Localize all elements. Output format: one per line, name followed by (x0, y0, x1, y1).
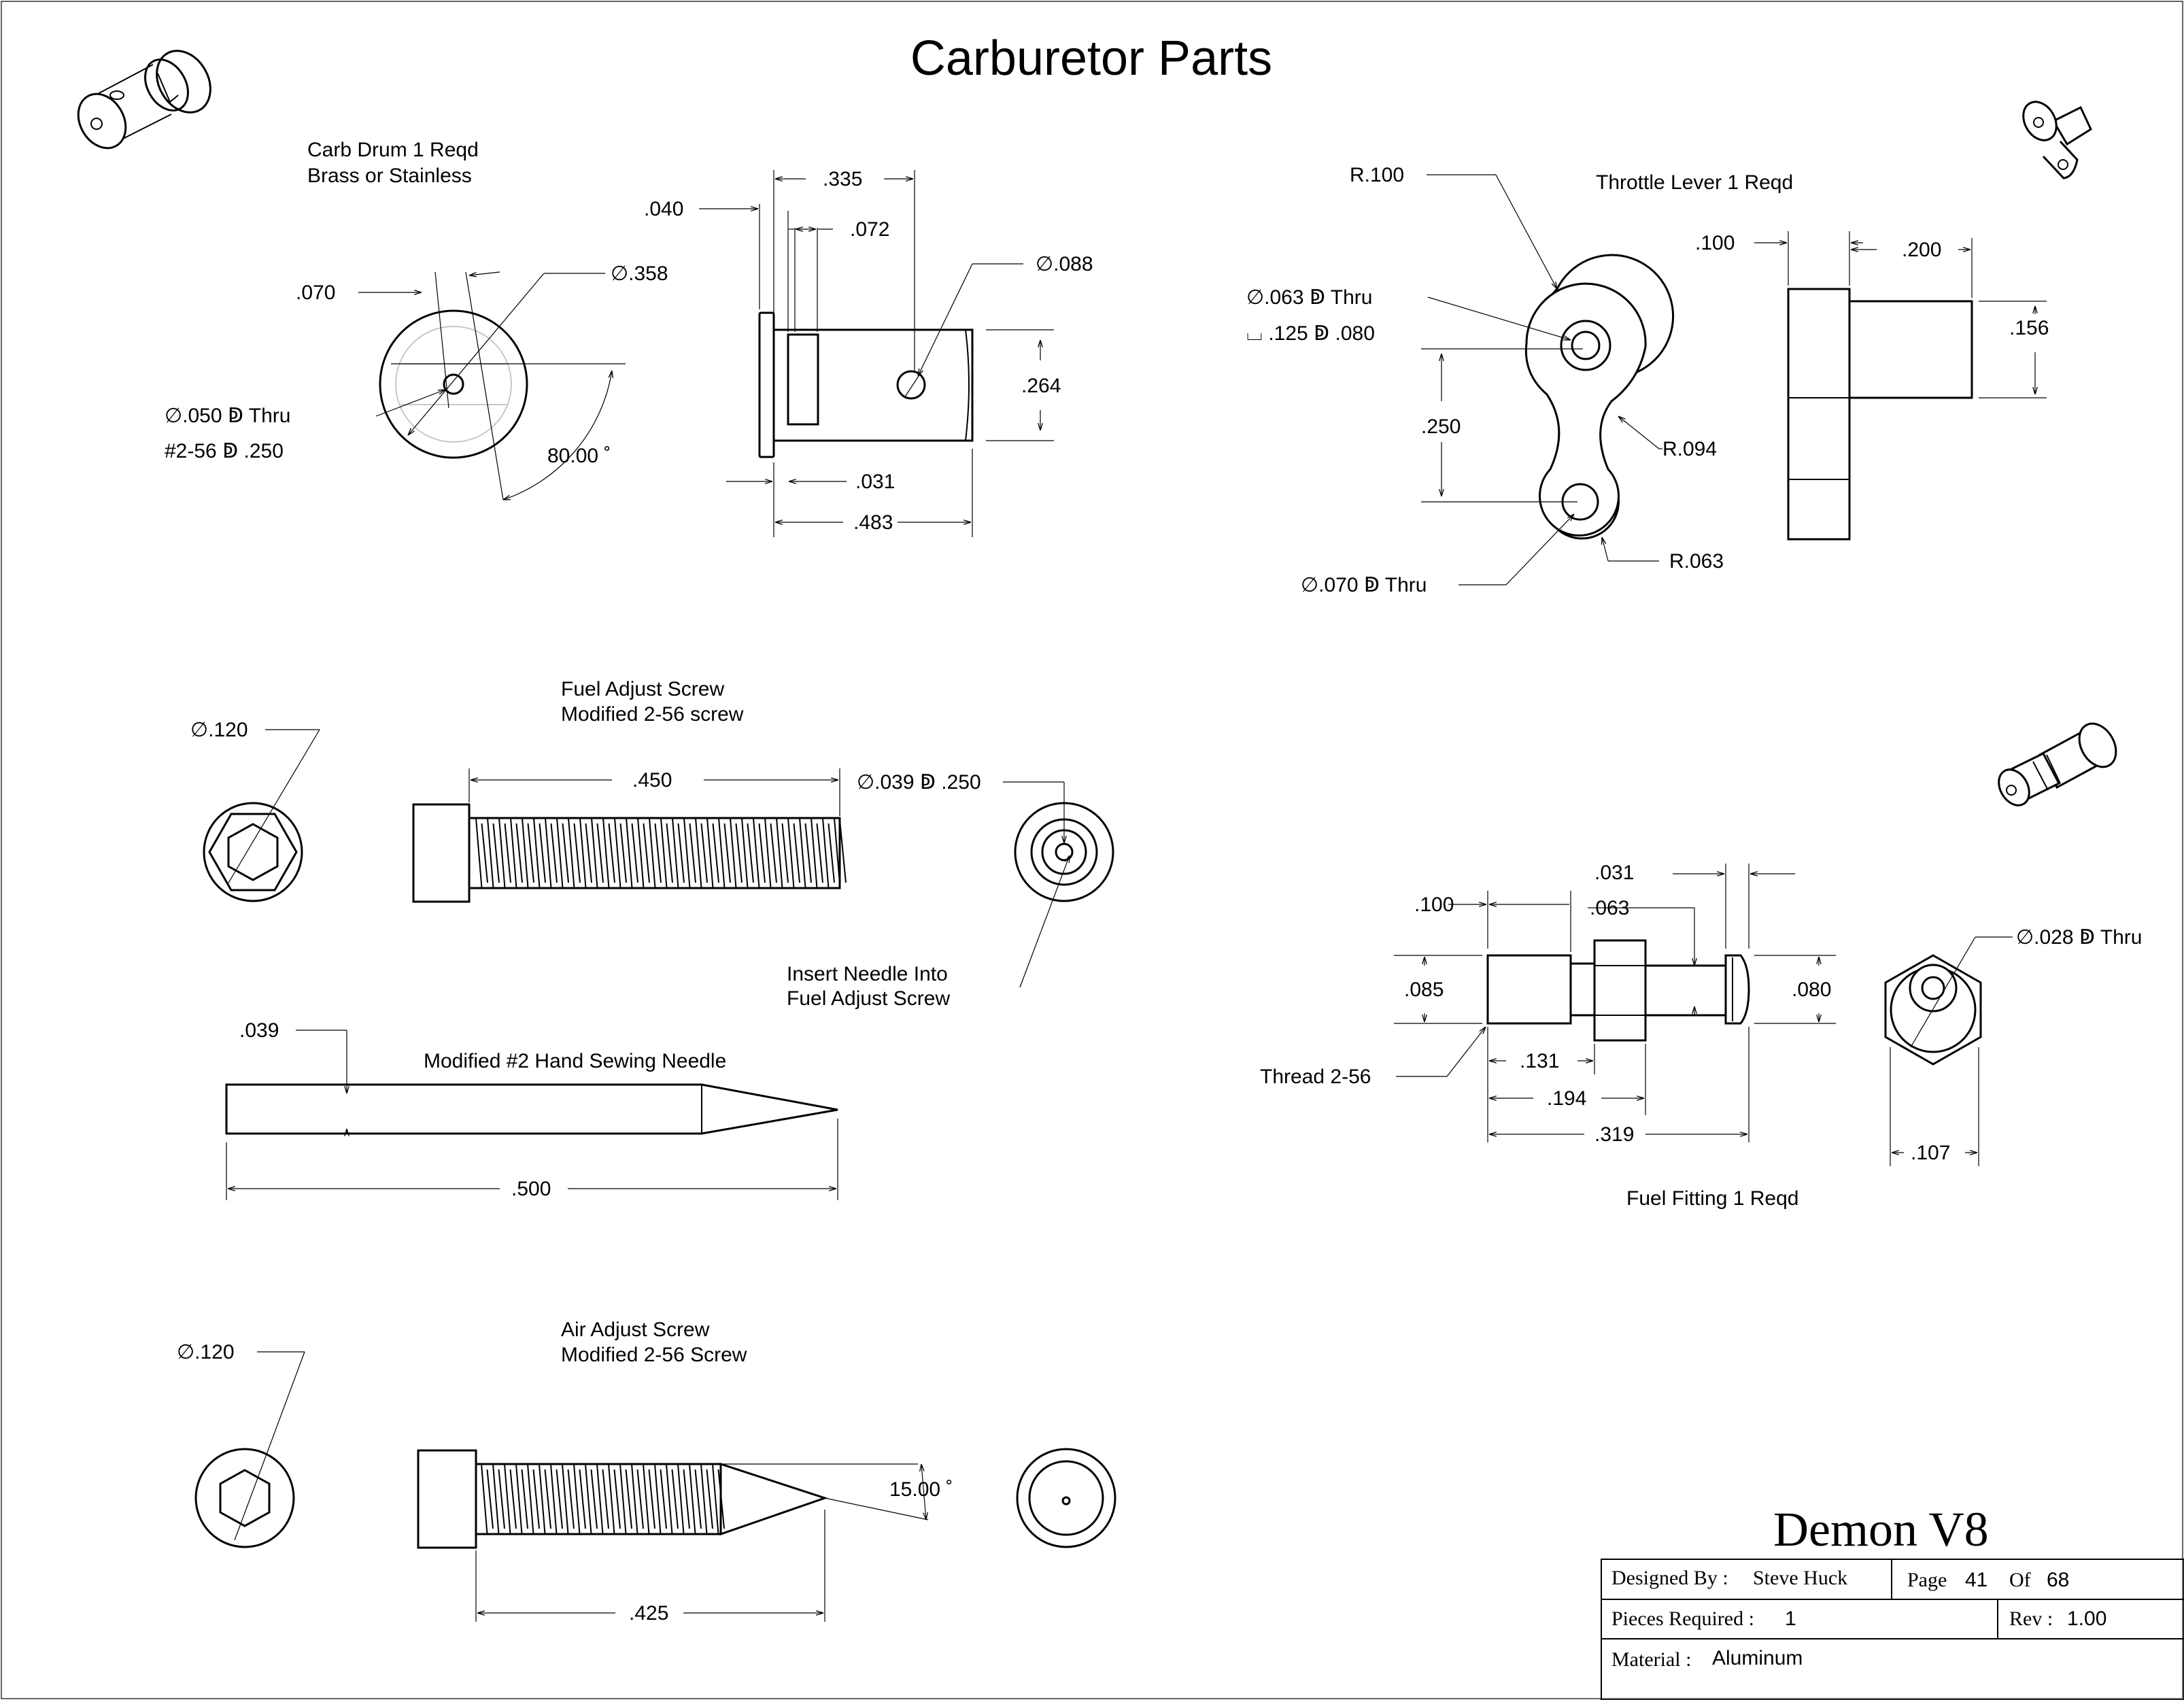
pieces-value: 1 (1785, 1608, 1796, 1630)
carb-drum-name: Carb Drum 1 Reqd (307, 139, 479, 161)
dim-031-drum: .031 (855, 471, 895, 493)
dim-194: .194 (1547, 1087, 1586, 1110)
project-name: Demon V8 (1773, 1502, 1989, 1557)
dim-131: .131 (1520, 1050, 1559, 1072)
designed-by-label: Designed By : (1611, 1567, 1728, 1589)
dim-450: .450 (632, 769, 672, 792)
dim-dia-088: ∅.088 (1036, 253, 1093, 275)
dim-hole-063: ∅.063 ↁ Thru (1246, 286, 1372, 309)
air-adjust-screw-name: Air Adjust Screw (561, 1319, 710, 1341)
dim-425: .425 (629, 1602, 668, 1625)
fuel-adjust-screw-end-view (203, 729, 320, 902)
of-label: Of (2009, 1569, 2031, 1591)
dim-dia-120-air: ∅.120 (177, 1341, 235, 1363)
dim-thread-fitting: Thread 2-56 (1260, 1066, 1371, 1088)
dim-483: .483 (853, 511, 893, 534)
needle-note-line2: Fuel Adjust Screw (787, 987, 950, 1010)
throttle-lever-front-view (1421, 174, 1675, 585)
designed-by-value: Steve Huck (1753, 1567, 1847, 1589)
total-pages: 68 (2047, 1569, 2069, 1591)
dim-040: .040 (644, 198, 683, 220)
page-title: Carburetor Parts (910, 31, 1272, 86)
dim-250: .250 (1421, 415, 1461, 438)
page-number: 41 (1965, 1569, 1987, 1591)
dim-dia-120-fuel: ∅.120 (190, 719, 248, 741)
dim-r094: R.094 (1662, 438, 1717, 460)
carb-drum-iso-icon (77, 50, 211, 150)
dim-085: .085 (1404, 979, 1444, 1001)
dim-100-lever: .100 (1695, 232, 1735, 254)
fuel-adjust-screw-desc: Modified 2-56 screw (561, 703, 744, 726)
dim-thread-2-56: #2-56 ↁ .250 (165, 440, 284, 462)
dim-070: .070 (296, 282, 335, 304)
rev-value: 1.00 (2067, 1608, 2106, 1630)
dim-dia-358: ∅.358 (611, 262, 668, 285)
throttle-lever-iso-icon (2022, 101, 2092, 180)
air-adjust-screw-desc: Modified 2-56 Screw (561, 1344, 747, 1366)
dim-hole-039: ∅.039 ↁ .250 (857, 771, 981, 794)
carb-drum-material: Brass or Stainless (307, 165, 472, 187)
fuel-fitting-iso-icon (1998, 722, 2117, 806)
rev-label: Rev : (2009, 1608, 2053, 1630)
dim-264: .264 (1021, 375, 1061, 397)
dim-200: .200 (1902, 239, 1941, 261)
needle-name: Modified #2 Hand Sewing Needle (424, 1050, 726, 1072)
pieces-label: Pieces Required : (1611, 1608, 1754, 1630)
fuel-fitting-side-view (1394, 864, 1836, 1142)
carb-drum-end-view (358, 271, 626, 500)
fuel-adjust-screw-side-view (412, 768, 841, 903)
dim-335: .335 (823, 168, 862, 190)
material-value: Aluminum (1712, 1647, 1803, 1669)
page-label: Page (1907, 1569, 1947, 1591)
needle-note-line1: Insert Needle Into (787, 963, 948, 985)
dim-angle-15: 15.00 ˚ (889, 1478, 953, 1501)
dim-hole-028: ∅.028 ↁ Thru (2016, 926, 2142, 949)
dim-cbore: ⌴ .125 ↁ .080 (1246, 322, 1375, 345)
fuel-adjust-screw-right-view (1003, 781, 1114, 988)
air-adjust-screw-end-view (194, 1351, 305, 1548)
dim-500: .500 (511, 1178, 551, 1200)
fuel-adjust-screw-threads (475, 817, 847, 889)
air-adjust-screw-right-view (1016, 1448, 1116, 1548)
dim-319: .319 (1594, 1123, 1634, 1146)
dim-156: .156 (2009, 317, 2049, 339)
dim-r063: R.063 (1669, 550, 1724, 573)
sewing-needle (225, 1030, 838, 1200)
air-adjust-screw-threads (481, 1463, 725, 1535)
material-label: Material : (1611, 1648, 1691, 1671)
dim-angle-80: 80.00 ˚ (547, 445, 611, 467)
throttle-lever-side-view (1754, 231, 2047, 541)
fuel-adjust-screw-name: Fuel Adjust Screw (561, 678, 724, 700)
dim-039-needle: .039 (239, 1019, 279, 1042)
dim-031-fitting: .031 (1594, 862, 1634, 884)
fuel-fitting-name: Fuel Fitting 1 Reqd (1626, 1187, 1798, 1210)
dim-072: .072 (850, 218, 889, 241)
dim-080-fitting: .080 (1792, 979, 1831, 1001)
fuel-fitting-end-view (1884, 936, 2013, 1166)
dim-063-fitting: .063 (1590, 897, 1629, 919)
dim-r100: R.100 (1350, 164, 1404, 186)
title-block (1601, 1559, 2184, 1700)
dim-hole-070: ∅.070 ↁ Thru (1301, 574, 1427, 596)
carb-drum-side-view (699, 170, 1054, 537)
throttle-lever-name: Throttle Lever 1 Reqd (1596, 171, 1793, 194)
dim-100-fitting: .100 (1414, 894, 1454, 916)
dim-hole-050: ∅.050 ↁ Thru (165, 405, 290, 427)
dim-107: .107 (1911, 1142, 1950, 1164)
